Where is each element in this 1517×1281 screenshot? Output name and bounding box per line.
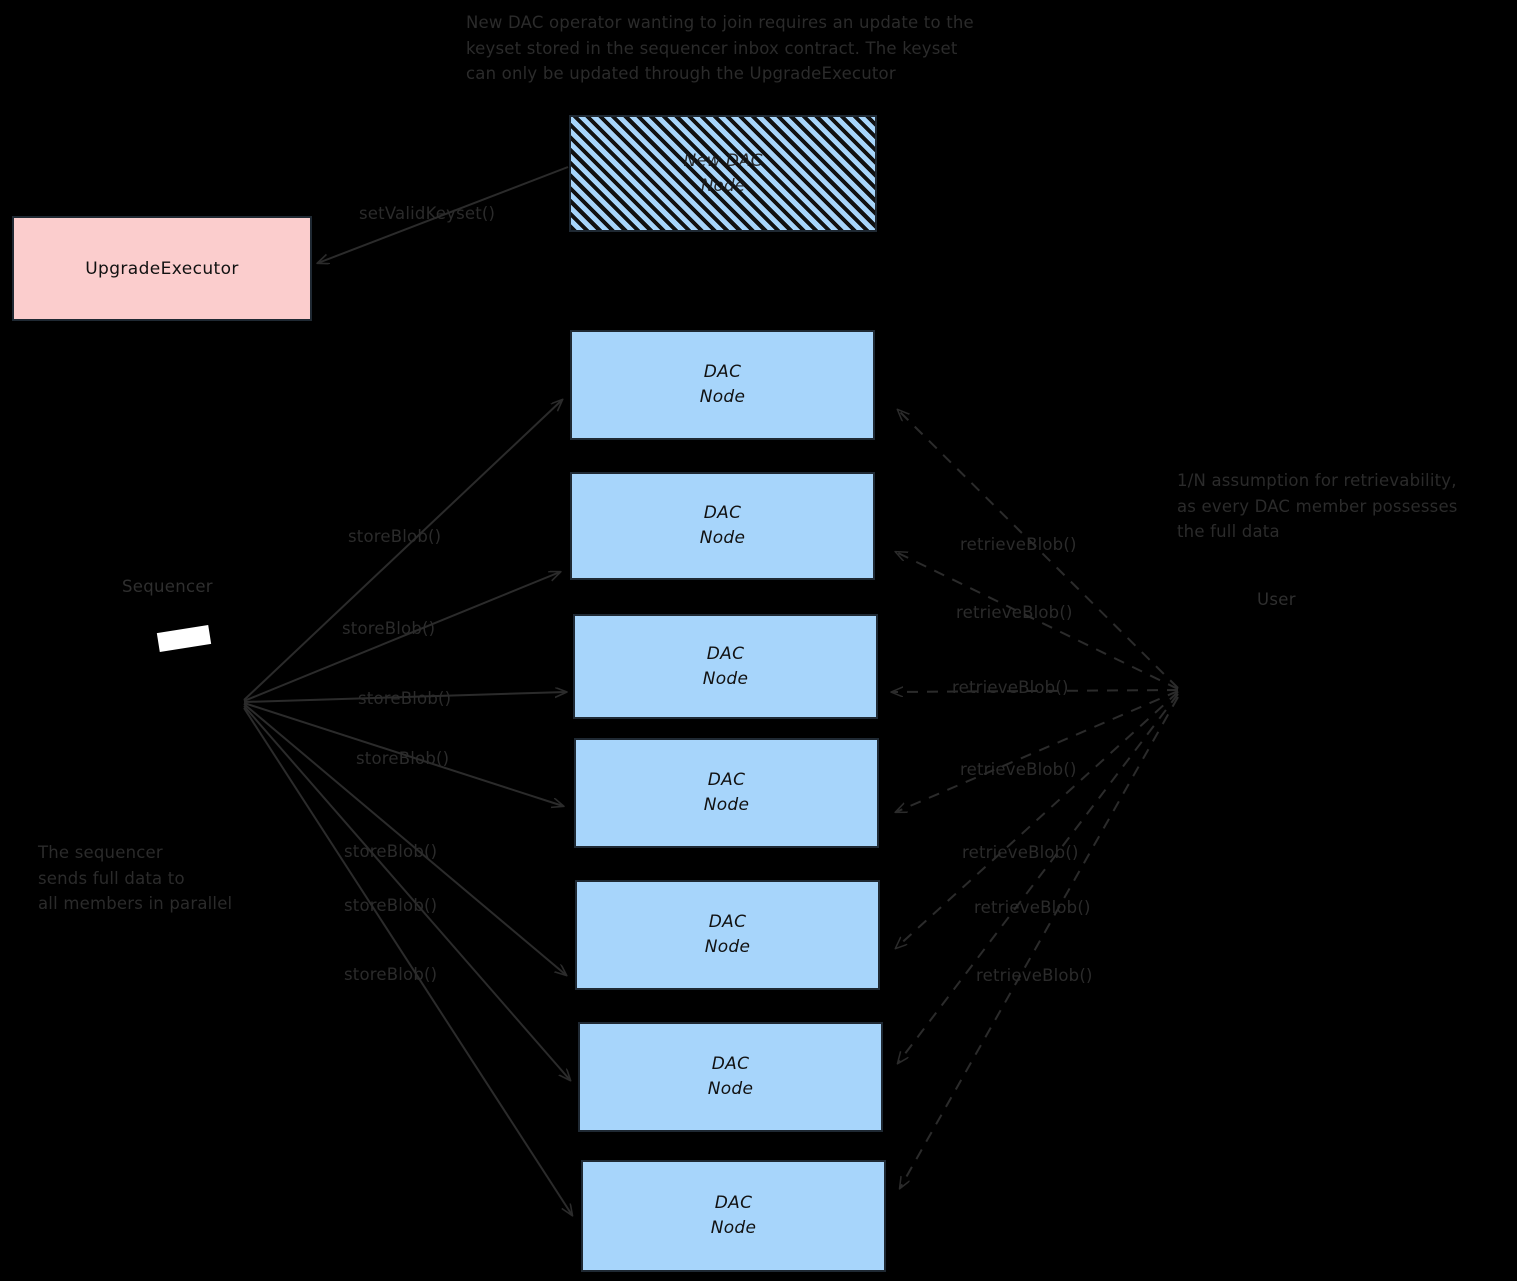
- dac-node-box-2[interactable]: DAC Node: [570, 472, 875, 580]
- note-top: New DAC operator wanting to join require…: [466, 13, 974, 84]
- edge-label-store-blob-4: storeBlob(): [356, 749, 450, 768]
- dac-node-box-4[interactable]: DAC Node: [574, 738, 879, 848]
- edge-store-blob-7: [243, 707, 572, 1215]
- dac-node-label-line1: DAC: [706, 643, 745, 664]
- edge-label-store-blob-1: storeBlob(): [348, 527, 442, 546]
- edge-label-store-blob-3: storeBlob(): [358, 689, 452, 708]
- dac-node-label-line1: DAC: [707, 770, 746, 791]
- sequencer-icon: [156, 625, 212, 652]
- edge-label-retrieve-blob-7: retrieveBlob(): [976, 966, 1093, 985]
- sequencer-label: Sequencer: [122, 577, 213, 596]
- dac-node-label-line1: DAC: [703, 362, 742, 383]
- dac-node-label-line1: DAC: [714, 1193, 753, 1214]
- dac-node-box-6[interactable]: DAC Node: [578, 1022, 883, 1132]
- edge-label-store-blob-6: storeBlob(): [344, 896, 438, 915]
- note-right: 1/N assumption for retrievability, as ev…: [1177, 471, 1458, 542]
- dac-node-label-line2: Node: [702, 668, 749, 689]
- new-dac-node-label-line2: Node: [700, 175, 746, 196]
- dac-node-label-line1: DAC: [703, 503, 742, 524]
- dac-node-box-3[interactable]: DAC Node: [573, 614, 878, 719]
- upgrade-executor-label: UpgradeExecutor: [85, 258, 239, 279]
- dac-node-box-7[interactable]: DAC Node: [581, 1160, 886, 1272]
- note-bottom-left: The sequencer sends full data to all mem…: [38, 843, 233, 914]
- edge-label-store-blob-2: storeBlob(): [342, 619, 436, 638]
- edge-label-retrieve-blob-2: retrieveBlob(): [956, 603, 1073, 622]
- dac-node-label-line2: Node: [699, 528, 746, 548]
- edge-label-store-blob-5: storeBlob(): [344, 842, 438, 861]
- edge-label-retrieve-blob-5: retrieveBlob(): [962, 843, 1079, 862]
- new-dac-node-box[interactable]: New DAC Node: [569, 115, 877, 232]
- dac-node-box-5[interactable]: DAC Node: [575, 880, 880, 990]
- edge-group-retrieve-blob: [892, 410, 1179, 1188]
- dac-node-label-line2: Node: [699, 387, 746, 407]
- new-dac-node-label-line1: New DAC: [683, 150, 763, 171]
- dac-node-label-line2: Node: [707, 1079, 754, 1099]
- dac-node-label-line2: Node: [704, 937, 751, 957]
- edge-label-store-blob-7: storeBlob(): [344, 965, 438, 984]
- edge-label-retrieve-blob-4: retrieveBlob(): [960, 760, 1077, 779]
- edge-label-retrieve-blob-1: retrieveBlob(): [960, 535, 1077, 554]
- dac-node-box-1[interactable]: DAC Node: [570, 330, 875, 440]
- dac-node-label-line1: DAC: [711, 1054, 750, 1075]
- edge-label-set-valid-keyset: setValidKeyset(): [359, 204, 496, 223]
- dac-node-label-line2: Node: [710, 1218, 757, 1238]
- upgrade-executor-box[interactable]: UpgradeExecutor: [12, 216, 312, 321]
- edge-retrieve-blob-6: [898, 693, 1179, 1063]
- user-label: User: [1257, 590, 1296, 609]
- dac-node-label-line2: Node: [703, 795, 750, 815]
- edge-retrieve-blob-4: [896, 690, 1179, 812]
- edge-label-retrieve-blob-3: retrieveBlob(): [952, 678, 1069, 697]
- edge-label-retrieve-blob-6: retrieveBlob(): [974, 898, 1091, 917]
- edge-store-blob-1: [243, 400, 562, 701]
- edge-group-store-blob: [243, 400, 572, 1215]
- dac-node-label-line1: DAC: [708, 912, 747, 933]
